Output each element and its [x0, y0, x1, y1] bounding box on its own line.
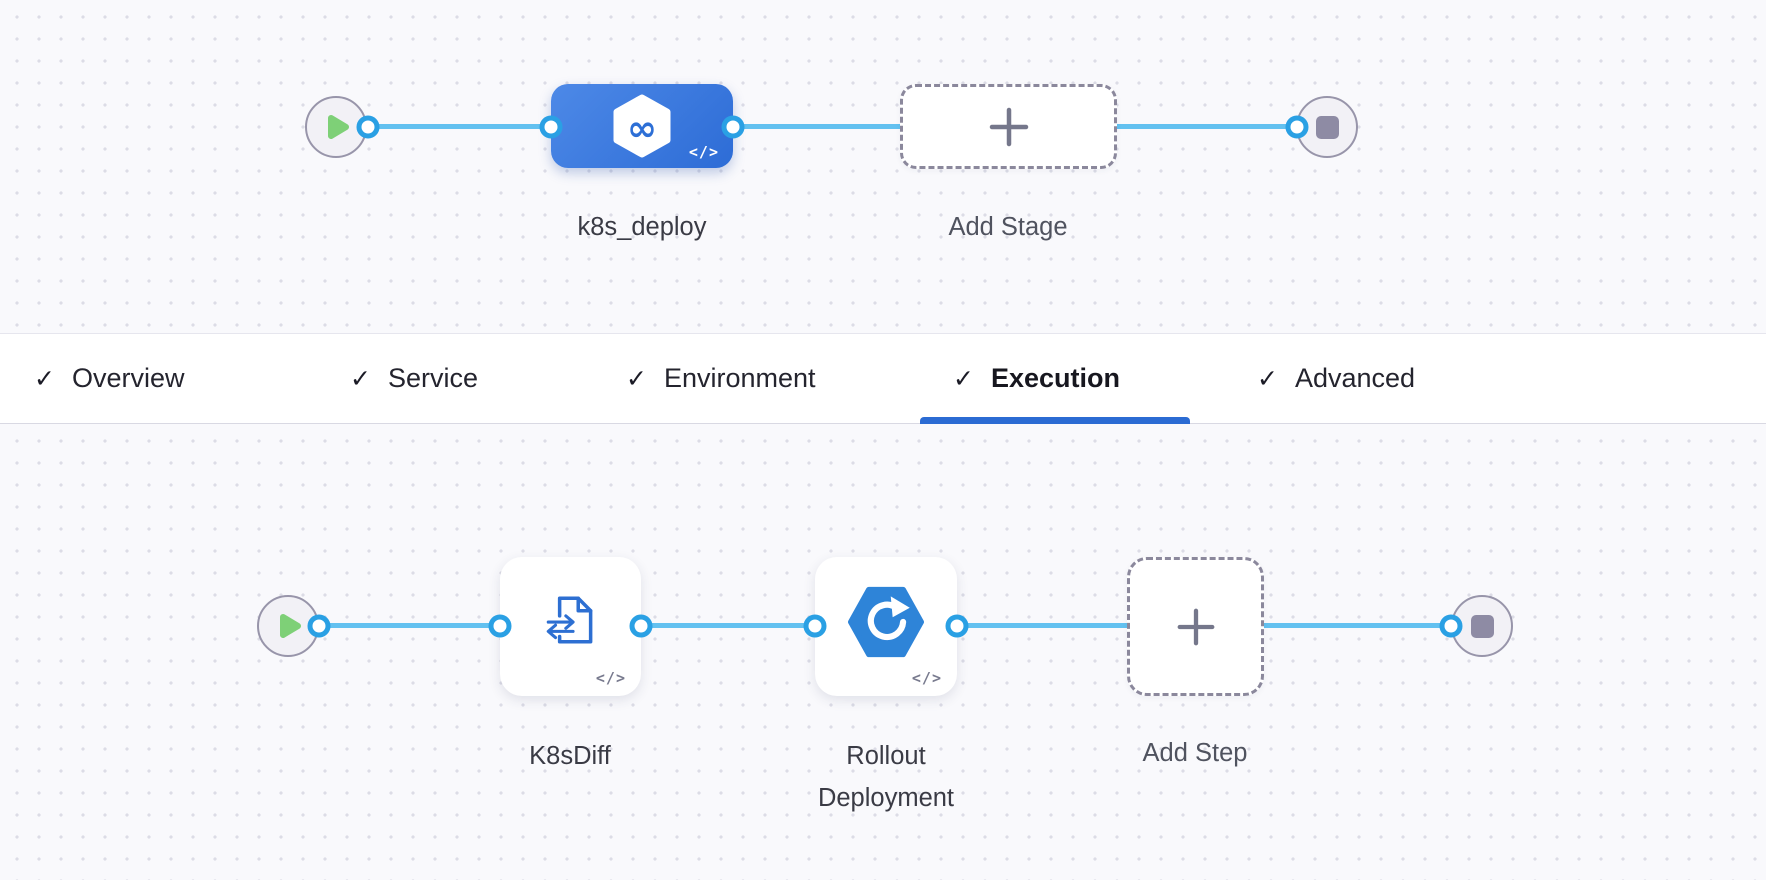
check-icon: ✓ — [626, 364, 647, 393]
play-icon — [280, 614, 301, 638]
step-label-k8sdiff: K8sDiff — [529, 742, 611, 770]
tab-execution[interactable]: ✓ Execution — [953, 363, 1120, 393]
add-stage-button[interactable] — [900, 84, 1117, 169]
stage-edge-line — [336, 124, 1327, 129]
pipeline-end-node — [1296, 96, 1358, 158]
check-icon: ✓ — [350, 364, 371, 393]
tab-overview[interactable]: ✓ Overview — [34, 363, 185, 393]
harness-stage-icon: ∞ — [610, 93, 674, 159]
step-label-rollout-deployment: Rollout Deployment — [817, 742, 955, 812]
stage-node-k8s-deploy[interactable]: ∞ </> — [551, 84, 733, 168]
plus-icon — [1177, 608, 1214, 645]
stop-icon — [1315, 115, 1339, 139]
step-node-k8sdiff[interactable]: </> — [500, 557, 641, 696]
add-step-button[interactable] — [1127, 557, 1264, 696]
end-in-port[interactable] — [1285, 115, 1309, 139]
check-icon: ✓ — [1257, 364, 1278, 393]
tab-environment[interactable]: ✓ Environment — [626, 363, 816, 393]
stage-in-port[interactable] — [539, 115, 563, 139]
k8s-diff-icon — [546, 596, 592, 643]
active-tab-underline — [920, 417, 1190, 424]
tab-service[interactable]: ✓ Service — [350, 363, 478, 393]
step-node-rollout-deployment[interactable]: </> — [815, 557, 957, 696]
k8sdiff-in-port[interactable] — [488, 614, 512, 638]
check-icon: ✓ — [34, 364, 55, 393]
add-stage-label: Add Stage — [948, 213, 1068, 241]
k8sdiff-out-port[interactable] — [629, 614, 653, 638]
stage-graph-canvas[interactable]: ∞ </> k8s_deploy Add Stage — [0, 0, 1766, 333]
execution-graph-canvas[interactable]: </> </> K8sDiff Rollout Deployment Ad — [0, 424, 1766, 880]
stage-code-badge: </> — [688, 143, 719, 161]
stage-label: k8s_deploy — [577, 213, 707, 241]
start-out-port[interactable] — [307, 614, 331, 638]
end-in-port[interactable] — [1439, 614, 1463, 638]
check-icon: ✓ — [953, 364, 974, 393]
step-code-badge: </> — [595, 669, 626, 687]
tab-advanced[interactable]: ✓ Advanced — [1257, 363, 1416, 393]
stop-icon — [1470, 614, 1494, 638]
svg-text:∞: ∞ — [627, 109, 657, 150]
add-step-label: Add Step — [1142, 739, 1248, 767]
step-code-badge: </> — [911, 669, 942, 687]
stage-config-tabbar: ✓ Overview ✓ Service ✓ Environment ✓ Exe… — [0, 333, 1766, 424]
play-icon — [328, 115, 349, 139]
rollout-in-port[interactable] — [803, 614, 827, 638]
rollout-out-port[interactable] — [945, 614, 969, 638]
plus-icon — [989, 107, 1028, 146]
start-out-port[interactable] — [356, 115, 380, 139]
stage-out-port[interactable] — [721, 115, 745, 139]
rollout-deployment-icon — [848, 586, 924, 657]
